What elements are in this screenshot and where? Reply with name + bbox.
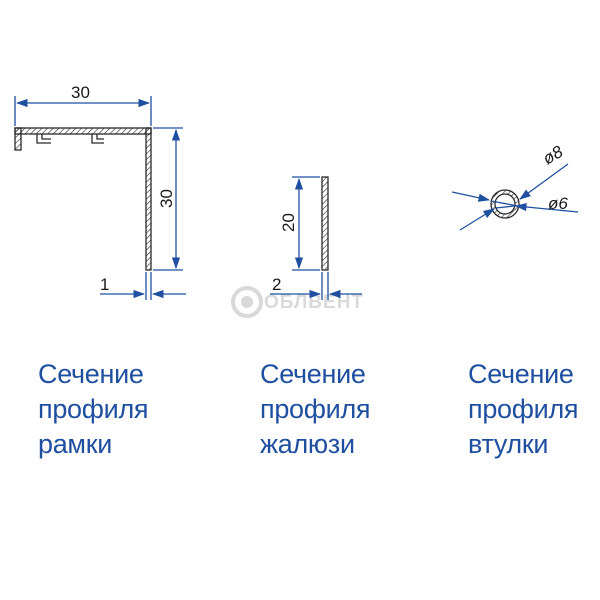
blind-section-caption: Сечение профиля жалюзи <box>260 357 420 462</box>
sleeve-profile-section: ø8 ø6 <box>451 142 579 231</box>
caption-line: Сечение <box>38 359 144 389</box>
frame-profile-outline <box>14 127 152 271</box>
caption-line: рамки <box>38 429 112 459</box>
caption-line: втулки <box>468 429 549 459</box>
caption-line: профиля <box>260 394 371 424</box>
sleeve-dimensions <box>451 163 579 231</box>
sleeve-outer-diameter-label: ø8 <box>540 142 567 169</box>
frame-height-label: 30 <box>157 189 176 208</box>
blind-profile-outline <box>321 176 329 271</box>
caption-line: профиля <box>38 394 149 424</box>
frame-width-label: 30 <box>71 83 90 102</box>
blind-dimensions <box>270 176 362 300</box>
frame-dimensions <box>14 96 186 300</box>
frame-profile-section: 30 30 1 <box>14 83 186 300</box>
watermark: ОБЛВЕНТ <box>231 286 364 318</box>
sleeve-section-caption: Сечение профиля втулки <box>468 357 600 462</box>
caption-line: Сечение <box>468 359 574 389</box>
caption-line: профиля <box>468 394 579 424</box>
caption-line: Сечение <box>260 359 366 389</box>
frame-section-caption: Сечение профиля рамки <box>38 357 198 462</box>
blind-profile-section: 20 2 <box>270 176 362 300</box>
watermark-logo-icon <box>231 286 263 318</box>
caption-line: жалюзи <box>260 429 355 459</box>
blind-thickness-label: 2 <box>272 275 281 294</box>
frame-thickness-label: 1 <box>100 275 109 294</box>
blind-height-label: 20 <box>279 213 298 232</box>
watermark-text: ОБЛВЕНТ <box>264 292 364 313</box>
sleeve-inner-diameter-label: ø6 <box>548 194 568 213</box>
